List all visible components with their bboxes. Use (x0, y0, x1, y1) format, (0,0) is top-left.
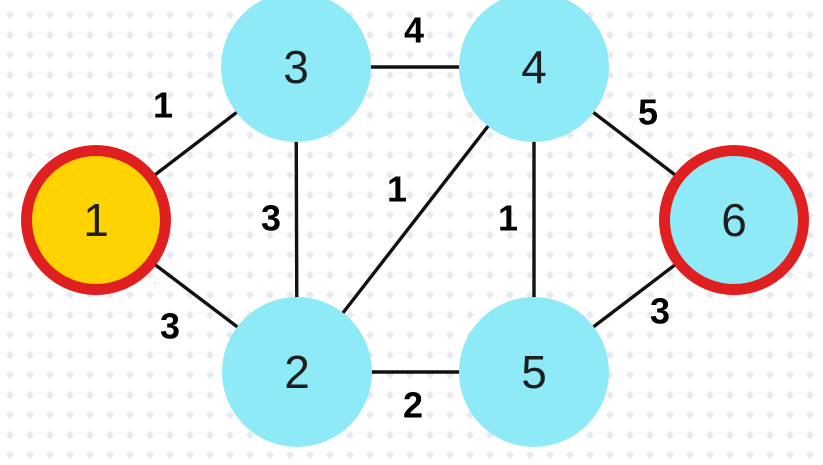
node-4[interactable] (459, 0, 609, 142)
edge-1-2-weight: 3 (160, 306, 180, 347)
node-5[interactable] (459, 297, 609, 447)
node-3-label: 3 (283, 41, 309, 93)
node-2-label: 2 (284, 346, 310, 398)
edge-2-3-weight: 3 (261, 198, 281, 239)
node-5-label: 5 (521, 346, 547, 398)
node-1[interactable] (21, 145, 171, 295)
edge-4-5-weight: 1 (498, 198, 518, 239)
edge-3-4-weight: 4 (404, 10, 424, 51)
node-6[interactable] (659, 145, 809, 295)
node-1-label: 1 (83, 194, 109, 246)
node-2[interactable] (222, 297, 372, 447)
edge-2-4-weight: 1 (387, 169, 407, 210)
edge-2-5-weight: 2 (403, 385, 423, 426)
node-3[interactable] (221, 0, 371, 142)
node-4-label: 4 (521, 41, 547, 93)
edge-5-6-weight: 3 (650, 291, 670, 332)
edge-1-3-weight: 1 (153, 85, 173, 126)
edge-4-6-weight: 5 (638, 92, 658, 133)
node-6-label: 6 (721, 194, 747, 246)
